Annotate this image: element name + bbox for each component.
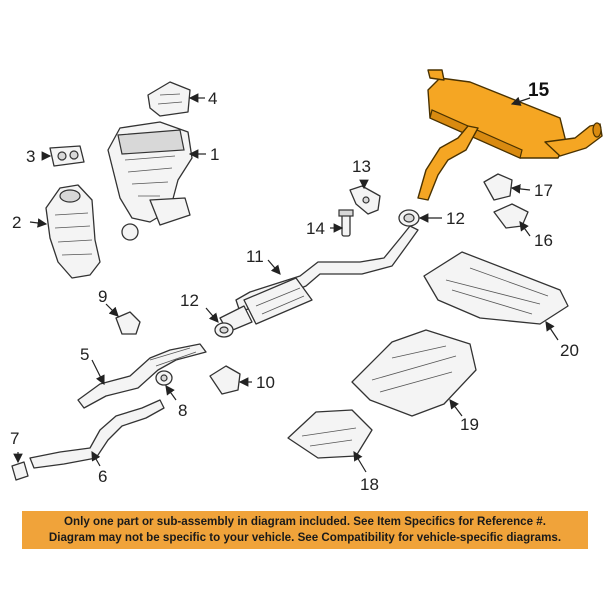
callout-19: 19 [460,415,479,434]
callout-6: 6 [98,467,107,486]
disclaimer-line-1: Only one part or sub-assembly in diagram… [64,515,546,528]
part-13-hanger[interactable] [349,185,381,215]
part-4-heat-shield[interactable] [147,81,191,117]
part-5-front-pipe[interactable] [77,343,207,409]
callout-11: 11 [246,247,264,266]
callout-3: 3 [26,147,35,166]
callout-8: 8 [178,401,187,420]
callout-15: 15 [528,80,550,101]
part-1-catalytic-converter[interactable] [107,121,193,241]
part-11-resonator-pipe[interactable] [219,225,419,333]
part-9-hanger[interactable] [115,311,141,335]
callout-9: 9 [98,287,107,306]
part-16-hanger[interactable] [493,203,529,229]
callout-5: 5 [80,345,89,364]
callout-1: 1 [210,145,219,164]
callout-13: 13 [352,157,371,176]
part-2-catalytic-converter[interactable] [45,184,101,279]
callout-16: 16 [534,231,553,250]
callout-12-lower: 12 [180,291,199,310]
callout-20: 20 [560,341,579,360]
part-12-clamp-lower[interactable] [214,322,234,338]
callout-7: 7 [10,429,19,448]
leader-lines [13,93,559,473]
callout-12-upper: 12 [446,209,465,228]
part-14-bolt[interactable] [338,209,354,237]
part-12-clamp-upper[interactable] [398,209,420,227]
callout-4: 4 [208,89,217,108]
callout-labels: 1 2 3 4 15 12 13 14 17 16 11 12 9 5 8 10… [10,80,579,494]
callout-18: 18 [360,475,379,494]
disclaimer-line-2: Diagram may not be specific to your vehi… [48,531,562,544]
part-8-gasket[interactable] [155,370,173,386]
callout-17: 17 [534,181,553,200]
disclaimer-banner: Only one part or sub-assembly in diagram… [22,511,588,549]
part-20-heat-shield[interactable] [423,251,569,325]
part-18-heat-shield[interactable] [287,409,373,459]
part-15-muffler[interactable] [417,69,603,201]
part-10-clamp[interactable] [209,365,241,395]
part-19-heat-shield[interactable] [351,329,477,417]
callout-10: 10 [256,373,275,392]
part-6-intermediate-pipe[interactable] [29,399,165,469]
part-3-gasket[interactable] [49,145,85,167]
part-7-gasket[interactable] [11,461,29,481]
callout-2: 2 [12,213,21,232]
part-17-insulator[interactable] [483,173,513,201]
callout-14: 14 [306,219,325,238]
